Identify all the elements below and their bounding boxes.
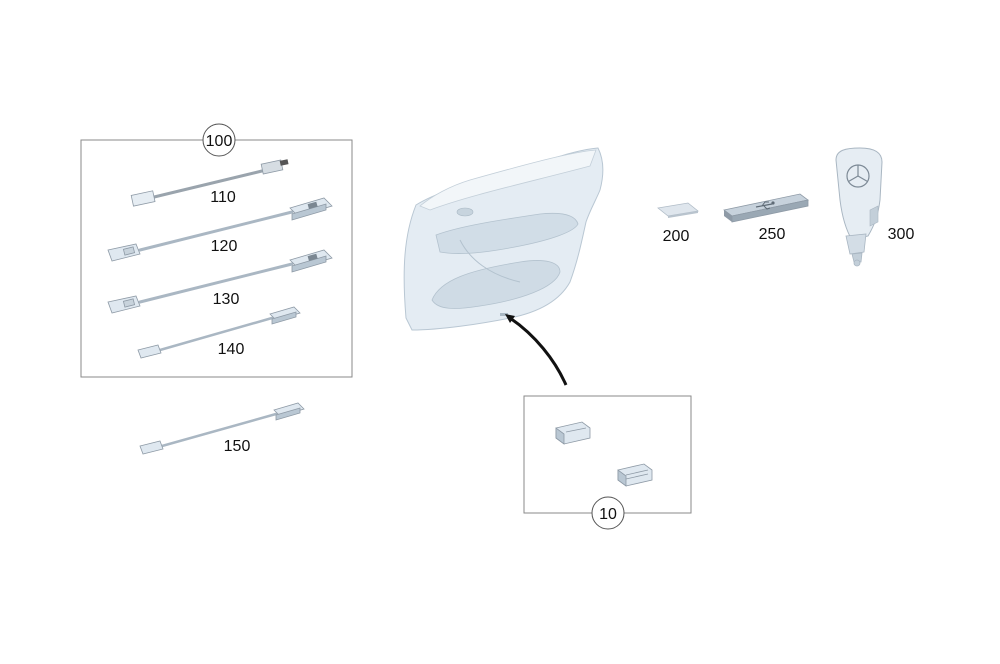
door-panel-icon[interactable] xyxy=(403,147,604,331)
clip-icon[interactable] xyxy=(617,463,653,487)
usb-cable-icon[interactable] xyxy=(107,197,333,262)
group-10-callout-circle xyxy=(591,496,625,530)
stick-250-number: 250 xyxy=(759,226,786,243)
pointer-arrow xyxy=(509,316,568,386)
charger-300-number: 300 xyxy=(888,226,915,243)
group-100-callout-circle xyxy=(202,123,236,157)
usb-cable-icon[interactable] xyxy=(137,306,301,359)
usb-cable-icon[interactable] xyxy=(130,159,289,207)
memory-card-icon[interactable] xyxy=(657,202,699,218)
cable-130-number: 130 xyxy=(213,291,240,308)
group-100-label: 100 xyxy=(206,133,233,150)
cable-150-number: 150 xyxy=(224,438,251,455)
card-200-number: 200 xyxy=(663,228,690,245)
cable-140-number: 140 xyxy=(218,341,245,358)
arrow-head xyxy=(505,314,515,323)
cable-110-number: 110 xyxy=(210,189,236,206)
clip-group-frame xyxy=(523,395,692,514)
star-emblem-icon xyxy=(846,164,870,188)
group-10-label: 10 xyxy=(599,506,617,523)
usb-stick-icon[interactable] xyxy=(723,193,809,223)
car-charger-icon[interactable] xyxy=(835,147,883,267)
cable-120-number: 120 xyxy=(211,238,238,255)
usb-cable-icon[interactable] xyxy=(107,249,333,314)
usb-cable-icon[interactable] xyxy=(139,402,305,455)
clip-icon[interactable] xyxy=(555,421,591,445)
